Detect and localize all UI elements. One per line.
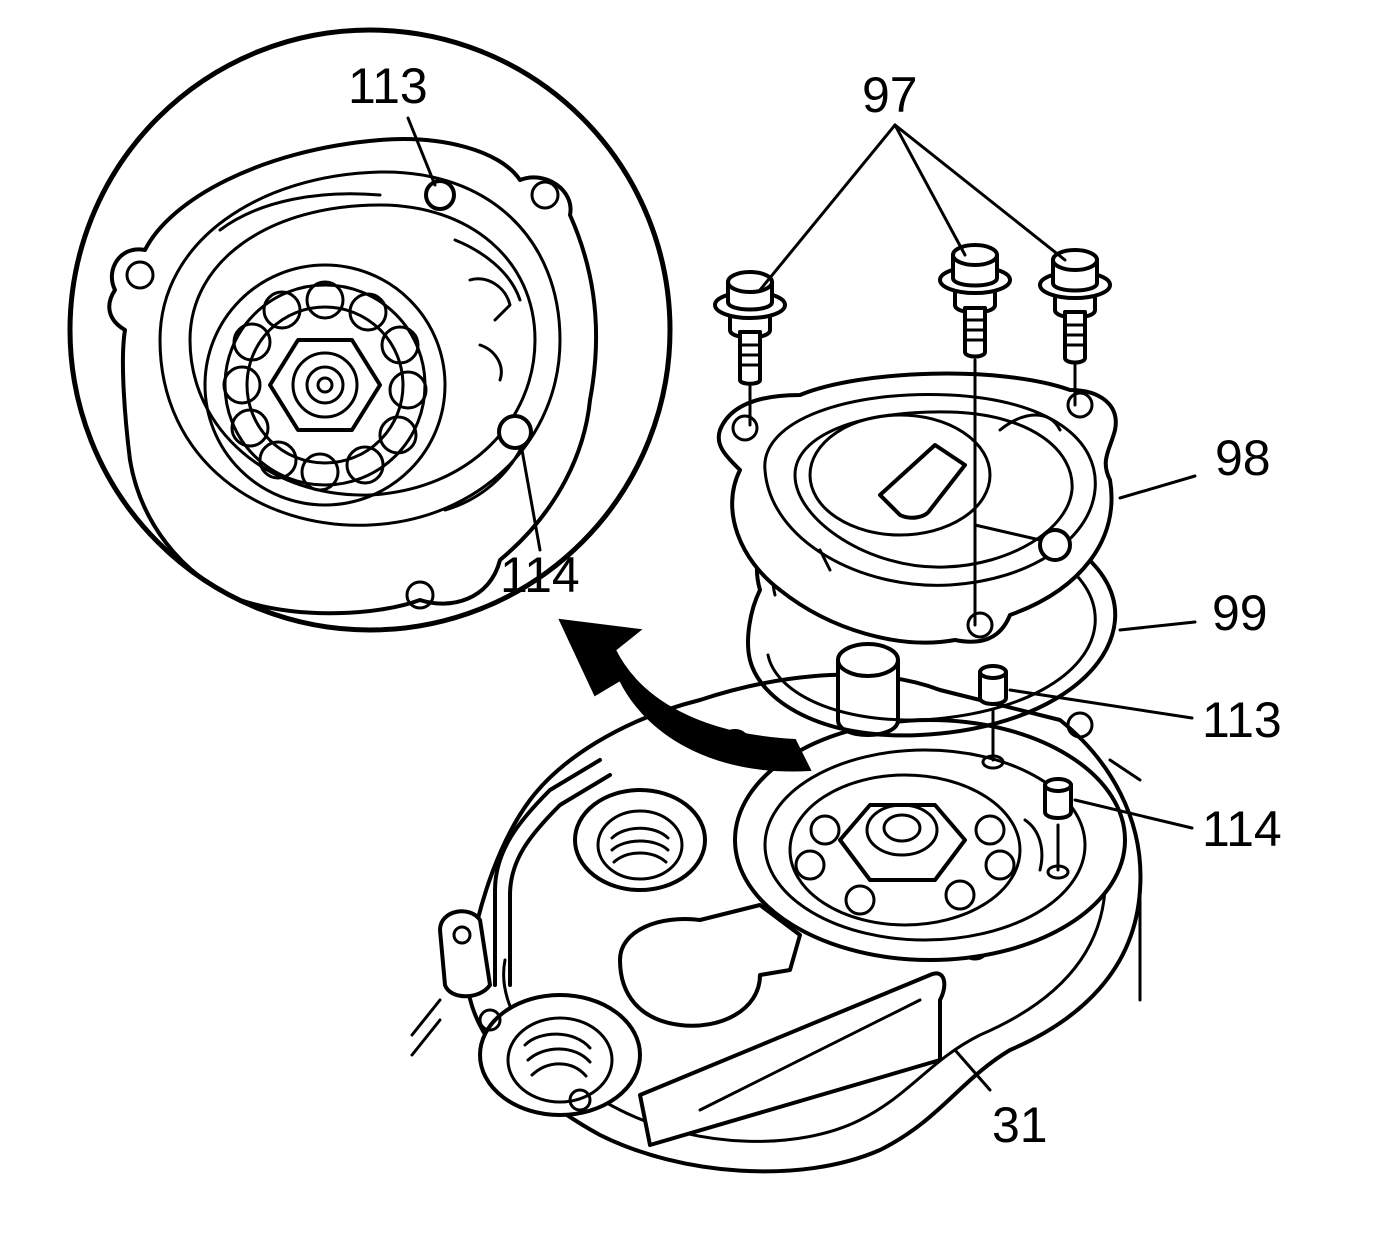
callout-cover: 98: [1215, 430, 1271, 486]
bolts: [713, 243, 1112, 627]
pin-lower: [1043, 777, 1073, 880]
bolt-middle: [938, 243, 1012, 359]
pin-upper: [978, 664, 1008, 770]
callouts: 97 98 99 113 114 31 113 114: [348, 58, 1282, 1153]
pump-bore: [733, 718, 1127, 962]
bolt-left: [713, 270, 787, 386]
housing-boss: [836, 642, 900, 737]
callout-housing: 31: [992, 1097, 1048, 1153]
detail-view: [67, 27, 673, 633]
callout-detail-lower-pin: 114: [500, 547, 580, 603]
callout-gasket: 99: [1212, 585, 1268, 641]
callout-upper-pin: 113: [1202, 692, 1282, 748]
leader-lines: [406, 116, 1197, 1092]
curved-arrow: [558, 618, 812, 772]
callout-lower-pin: 114: [1202, 801, 1282, 857]
callout-bolts: 97: [862, 67, 918, 123]
callout-detail-upper-pin: 113: [348, 58, 428, 114]
bolt-right: [1038, 248, 1112, 365]
cover: [716, 371, 1118, 645]
